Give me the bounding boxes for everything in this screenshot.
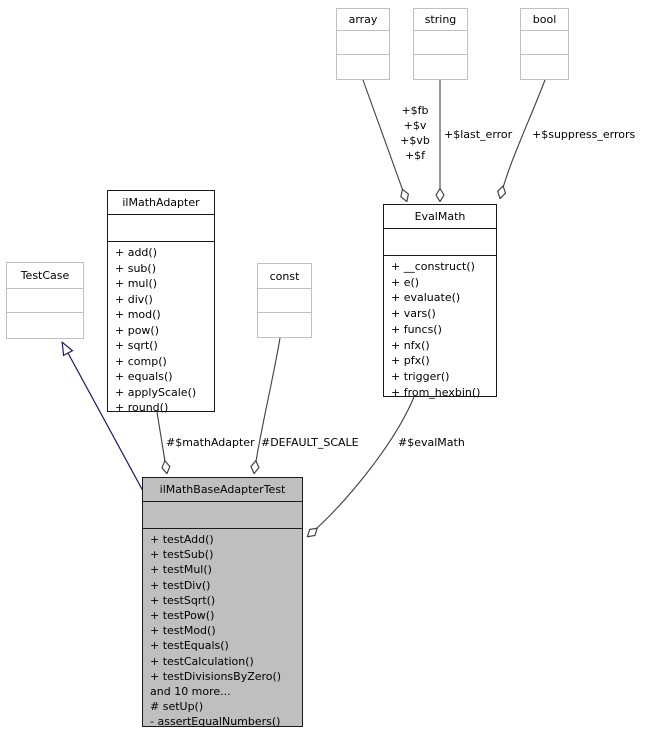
method-item: and 10 more... bbox=[150, 685, 231, 699]
edge-label-evalmath-fields: +$fb +$v +$vb +$f bbox=[392, 103, 438, 163]
methods-compartment bbox=[521, 55, 568, 79]
attributes-compartment bbox=[337, 31, 389, 55]
class-name: ilMathAdapter bbox=[108, 191, 214, 215]
method-item: + testCalculation() bbox=[150, 654, 254, 668]
method-item: + div() bbox=[115, 292, 153, 306]
class-name: ilMathBaseAdapterTest bbox=[143, 478, 302, 502]
attributes-compartment bbox=[7, 289, 83, 313]
method-item: + mul() bbox=[115, 277, 158, 290]
edge-label-eval-math: #$evalMath bbox=[398, 436, 465, 449]
method-item: + testMod() bbox=[150, 624, 216, 638]
class-node-ilmathbaseadaptertest[interactable]: ilMathBaseAdapterTest + testAdd() + test… bbox=[142, 477, 303, 730]
methods-compartment bbox=[414, 55, 467, 79]
method-item: + equals() bbox=[115, 370, 173, 383]
aggregation-edge-const-test bbox=[254, 337, 281, 474]
edge-label-suppress-errors: +$suppress_errors bbox=[532, 128, 636, 141]
method-item: + comp() bbox=[115, 354, 167, 368]
aggregation-edge-evalmath-test bbox=[307, 396, 415, 537]
class-name: EvalMath bbox=[384, 205, 496, 229]
edge-label-line: +$v bbox=[403, 119, 427, 132]
method-item: + testDiv() bbox=[150, 578, 211, 592]
method-item: + nfx() bbox=[391, 338, 430, 352]
class-node-ilmathadapter[interactable]: ilMathAdapter + add() + sub() + mul() + … bbox=[107, 190, 215, 414]
method-item: + testSqrt() bbox=[150, 593, 216, 607]
method-item: + pow() bbox=[115, 323, 160, 337]
attributes-compartment bbox=[258, 289, 311, 313]
methods-compartment: + __construct() + e() + evaluate() + var… bbox=[384, 256, 496, 400]
aggregation-edge-adapter-test bbox=[156, 411, 167, 474]
class-node-const: const bbox=[257, 263, 312, 338]
attributes-compartment bbox=[521, 31, 568, 55]
class-name: TestCase bbox=[7, 263, 83, 289]
class-name: array bbox=[337, 9, 389, 31]
method-item: + e() bbox=[391, 275, 420, 289]
method-item: + funcs() bbox=[391, 322, 442, 336]
attributes-compartment bbox=[143, 502, 302, 529]
class-node-bool: bool bbox=[520, 8, 569, 80]
methods-compartment bbox=[7, 313, 83, 338]
edge-label-line: +$f bbox=[404, 149, 426, 162]
method-item: + testAdd() bbox=[150, 533, 214, 546]
class-name: bool bbox=[521, 9, 568, 31]
aggregation-edge-bool-evalmath bbox=[500, 79, 546, 199]
methods-compartment bbox=[258, 313, 311, 337]
method-item: + __construct() bbox=[391, 260, 475, 273]
methods-compartment: + add() + sub() + mul() + div() + mod() … bbox=[108, 242, 214, 416]
method-item: + evaluate() bbox=[391, 291, 461, 305]
method-item: + from_hexbin() bbox=[391, 385, 481, 399]
method-item: + pfx() bbox=[391, 354, 430, 368]
method-item: + applyScale() bbox=[115, 385, 197, 399]
class-node-array: array bbox=[336, 8, 390, 80]
class-node-evalmath[interactable]: EvalMath + __construct() + e() + evaluat… bbox=[383, 204, 497, 400]
attributes-compartment bbox=[108, 215, 214, 242]
edge-label-math-adapter: #$mathAdapter bbox=[166, 436, 255, 449]
method-item: + round() bbox=[115, 401, 169, 414]
class-name: const bbox=[258, 264, 311, 289]
method-item: # setUp() bbox=[150, 700, 204, 714]
method-item: + sqrt() bbox=[115, 339, 158, 352]
method-item: + sub() bbox=[115, 261, 156, 275]
edge-label-last-error: +$last_error bbox=[444, 128, 513, 141]
attributes-compartment bbox=[384, 229, 496, 256]
method-item: + add() bbox=[115, 246, 158, 259]
edge-label-line: +$fb bbox=[401, 104, 429, 117]
method-item: - assertEqualNumbers() bbox=[150, 715, 281, 729]
inheritance-edge-test-testcase bbox=[62, 342, 144, 492]
method-item: + testDivisionsByZero() bbox=[150, 669, 282, 683]
method-item: + trigger() bbox=[391, 369, 450, 383]
methods-compartment: + testAdd() + testSub() + testMul() + te… bbox=[143, 529, 302, 730]
method-item: + testMul() bbox=[150, 563, 212, 577]
method-item: + mod() bbox=[115, 308, 161, 321]
method-item: + testEquals() bbox=[150, 639, 229, 653]
method-item: + testPow() bbox=[150, 609, 215, 623]
attributes-compartment bbox=[414, 31, 467, 55]
methods-compartment bbox=[337, 55, 389, 79]
class-name: string bbox=[414, 9, 467, 31]
edge-label-default-scale: #DEFAULT_SCALE bbox=[261, 436, 359, 449]
class-node-string: string bbox=[413, 8, 468, 80]
edge-label-line: +$vb bbox=[400, 134, 430, 147]
method-item: + testSub() bbox=[150, 548, 214, 562]
aggregation-edge-array-evalmath bbox=[362, 79, 407, 202]
class-node-testcase[interactable]: TestCase bbox=[6, 262, 84, 339]
method-item: + vars() bbox=[391, 307, 436, 321]
